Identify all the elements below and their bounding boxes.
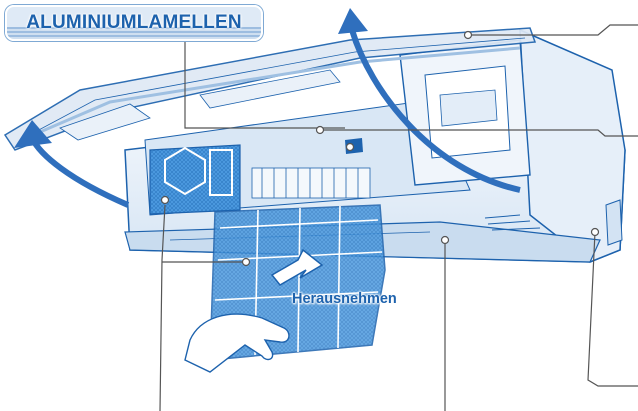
leader-inner-part [320,129,638,137]
unit-side-casing [519,28,626,263]
remove-instruction: Herausnehmen [292,291,397,307]
curved-arrow-right [349,29,521,193]
leader-filter-left [159,204,166,411]
side-latch [605,199,623,246]
front-panel [3,27,537,151]
leader-lines [159,24,638,411]
aluminium-fins-label-text: ALUMINIUMLAMELLEN [26,12,242,33]
leader-front-panel [470,24,638,36]
leader-side-casing [587,231,638,387]
leader-aluminium-fins [184,38,345,129]
aluminium-fins-label: ALUMINIUMLAMELLEN [5,5,263,41]
filter-mesh-left [149,144,241,215]
leader-dots [160,30,600,267]
indicator-lamps [484,214,541,231]
aluminium-fins [251,167,371,199]
removal-arrow [270,248,324,286]
hand-illustration [184,313,290,373]
curved-arrow-left [29,136,130,208]
